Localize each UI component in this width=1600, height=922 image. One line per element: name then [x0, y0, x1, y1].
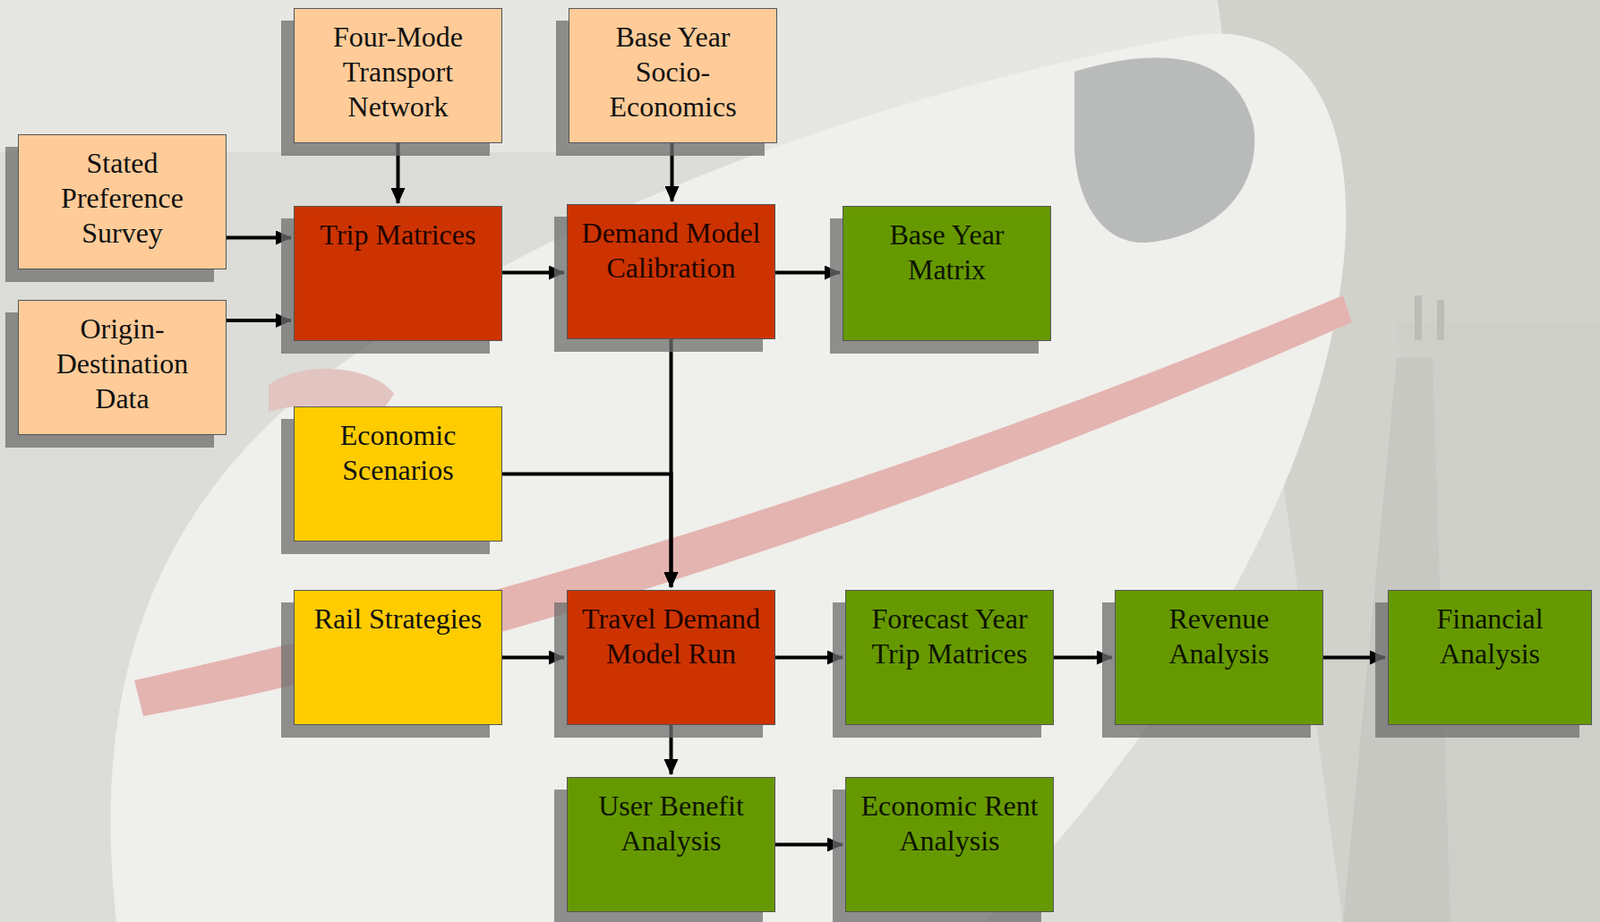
process-box: Economic Scenarios: [293, 406, 503, 542]
flow-arrow: [775, 271, 840, 275]
box-label: Stated Preference Survey: [25, 145, 219, 251]
flow-arrow: [1323, 656, 1386, 660]
box-label: Economic Rent Analysis: [853, 788, 1046, 859]
process-box: Demand Model Calibration: [566, 204, 776, 340]
box-label: Trip Matrices: [301, 217, 495, 253]
flow-arrow: [396, 143, 401, 204]
flow-arrow: [226, 236, 291, 240]
process-box: Forecast Year Trip Matrices: [845, 590, 1054, 726]
box-label: Economic Scenarios: [301, 418, 495, 488]
process-box: User Benefit Analysis: [566, 777, 776, 913]
process-box: Base Year Matrix: [842, 205, 1052, 342]
flow-arrow: [775, 656, 843, 660]
flow-arrow: [775, 843, 843, 848]
process-box: Revenue Analysis: [1114, 590, 1324, 726]
flow-arrow: [1053, 656, 1113, 660]
box-label: Four-Mode Transport Network: [301, 19, 495, 125]
process-box: Origin-Destination Data: [17, 299, 227, 436]
box-label: Base Year Socio-Economics: [576, 19, 770, 125]
process-box: Four-Mode Transport Network: [293, 8, 503, 144]
flow-arrow: [502, 656, 565, 660]
process-box: Financial Analysis: [1387, 590, 1592, 726]
box-label: User Benefit Analysis: [574, 788, 768, 859]
box-label: Demand Model Calibration: [574, 215, 768, 286]
box-label: Travel Demand Model Run: [574, 601, 768, 672]
process-box: Trip Matrices: [293, 205, 503, 342]
box-label: Origin-Destination Data: [25, 311, 219, 417]
flow-arrow: [502, 271, 565, 275]
process-box: Rail Strategies: [293, 590, 503, 726]
process-box: Travel Demand Model Run: [566, 590, 776, 726]
box-label: Forecast Year Trip Matrices: [853, 601, 1046, 672]
box-label: Financial Analysis: [1395, 601, 1584, 672]
box-label: Revenue Analysis: [1122, 601, 1316, 672]
process-box: Base Year Socio-Economics: [568, 8, 778, 144]
process-box: Stated Preference Survey: [17, 134, 227, 270]
flow-arrow: [226, 318, 291, 323]
flow-arrow: [669, 725, 674, 775]
process-box: Economic Rent Analysis: [845, 777, 1054, 913]
flow-arrow: [502, 474, 672, 589]
flow-arrow: [670, 143, 675, 202]
box-label: Rail Strategies: [301, 601, 495, 637]
box-label: Base Year Matrix: [850, 217, 1044, 288]
